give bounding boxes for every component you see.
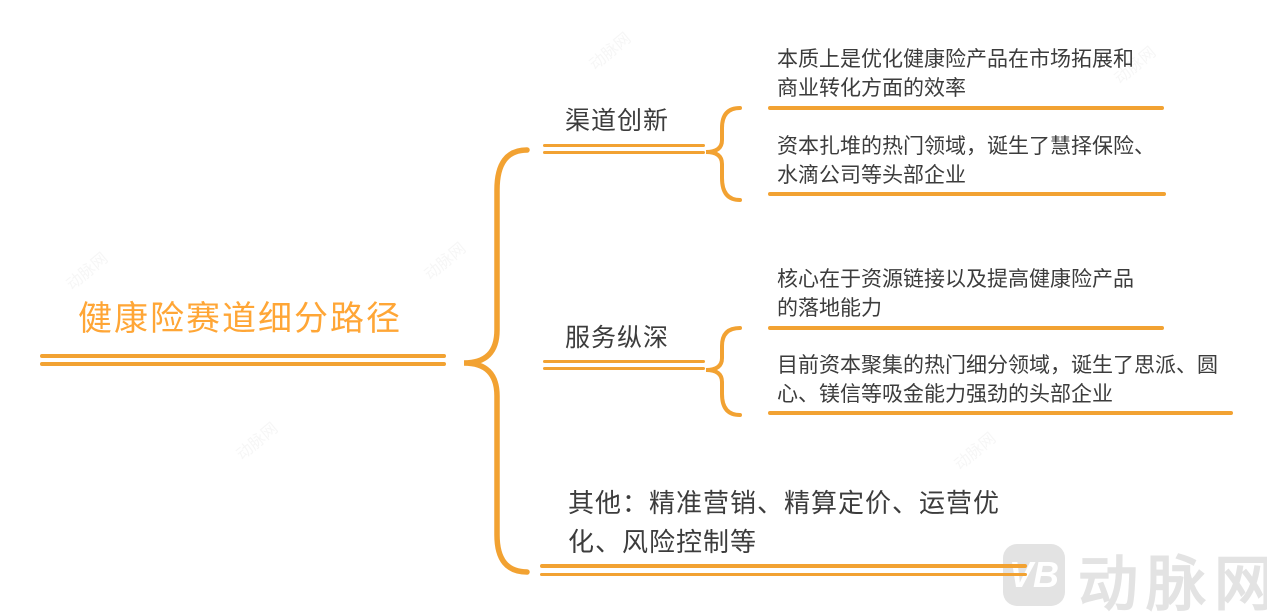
leaf-node[interactable]: 目前资本聚集的热门细分领域，诞生了思派、圆心、镁信等吸金能力强劲的头部企业 xyxy=(777,354,1218,406)
root-underline xyxy=(40,354,446,366)
root-node-label[interactable]: 健康险赛道细分路径 xyxy=(78,300,402,338)
leaf-node[interactable]: 本质上是优化健康险产品在市场拓展和商业转化方面的效率 xyxy=(777,48,1134,100)
leaf-underline xyxy=(768,192,1166,196)
leaf-underline xyxy=(768,411,1233,415)
faint-watermark: 动脉网 xyxy=(948,425,1000,474)
main-brace xyxy=(463,147,530,575)
branch-brace xyxy=(705,106,742,202)
branch-underline xyxy=(540,564,1027,576)
branch-underline xyxy=(543,360,705,370)
branch-label-service-depth[interactable]: 服务纵深 xyxy=(565,324,670,352)
faint-watermark: 动脉网 xyxy=(583,25,635,74)
faint-watermark: 动脉网 xyxy=(230,415,282,464)
branch-label-others[interactable]: 其他：精准营销、精算定价、运营优化、风险控制等 xyxy=(568,488,1001,557)
brand-wordmark: 动脉网 xyxy=(1078,551,1267,614)
branch-label-channel-innovation[interactable]: 渠道创新 xyxy=(565,107,670,135)
leaf-node[interactable]: 核心在于资源链接以及提高健康险产品的落地能力 xyxy=(777,268,1134,320)
leaf-underline xyxy=(768,106,1164,110)
leaf-node[interactable]: 资本扎堆的热门领域，诞生了慧择保险、水滴公司等头部企业 xyxy=(777,135,1155,187)
faint-watermark: 动脉网 xyxy=(60,245,112,294)
brand-logo: VB xyxy=(1003,544,1065,606)
branch-brace xyxy=(705,326,742,417)
leaf-underline xyxy=(768,326,1164,330)
branch-underline xyxy=(543,144,705,154)
